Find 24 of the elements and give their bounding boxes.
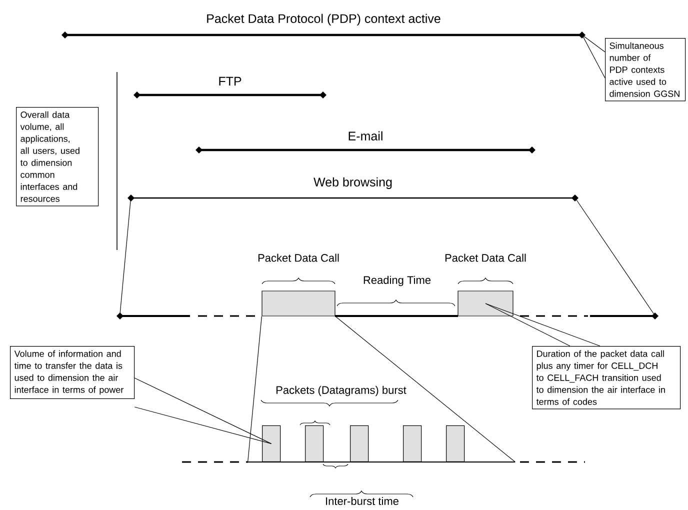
packet-bar [262,425,281,462]
callout-box: Duration of the packet data call plus any timer for CELL_DCH to CELL_FACH transition used to dimension the air interface in terms of codes [532,346,681,410]
packet-bar [403,425,422,462]
call-title: Packet Data Call [258,254,339,262]
callout-box: Simultaneous number of PDP contexts active used to dimension GGSN [605,38,686,102]
annotation-text: Inter-burst time [324,496,400,506]
timeline-drawing [181,461,586,463]
callout-box: Overall data volume, all applications, all users, used to dimension common interfaces and resources [16,107,99,206]
packet-bar [305,425,324,462]
call-title: Packet Data Call [445,254,526,262]
bar-title: E-mail [348,131,382,140]
zoom-line [248,316,262,462]
annotation-text: Reading Time [362,274,432,288]
annotation-text: Packets (Datagrams) burst [274,384,408,398]
timeline-drawing [116,312,658,320]
packet-bar [350,425,369,462]
bar-title: FTP [219,76,242,86]
packet-bar [446,425,465,462]
callout-box: Volume of information and time to transfer the data is used to dimension the air interface in terms of power [10,346,135,399]
zoom-line [574,198,656,316]
zoom-line [335,316,516,462]
bar-title: Packet Data Protocol (PDP) context active [207,14,440,26]
callout-pointer [582,34,606,78]
bar-title: Web browsing [314,177,392,189]
